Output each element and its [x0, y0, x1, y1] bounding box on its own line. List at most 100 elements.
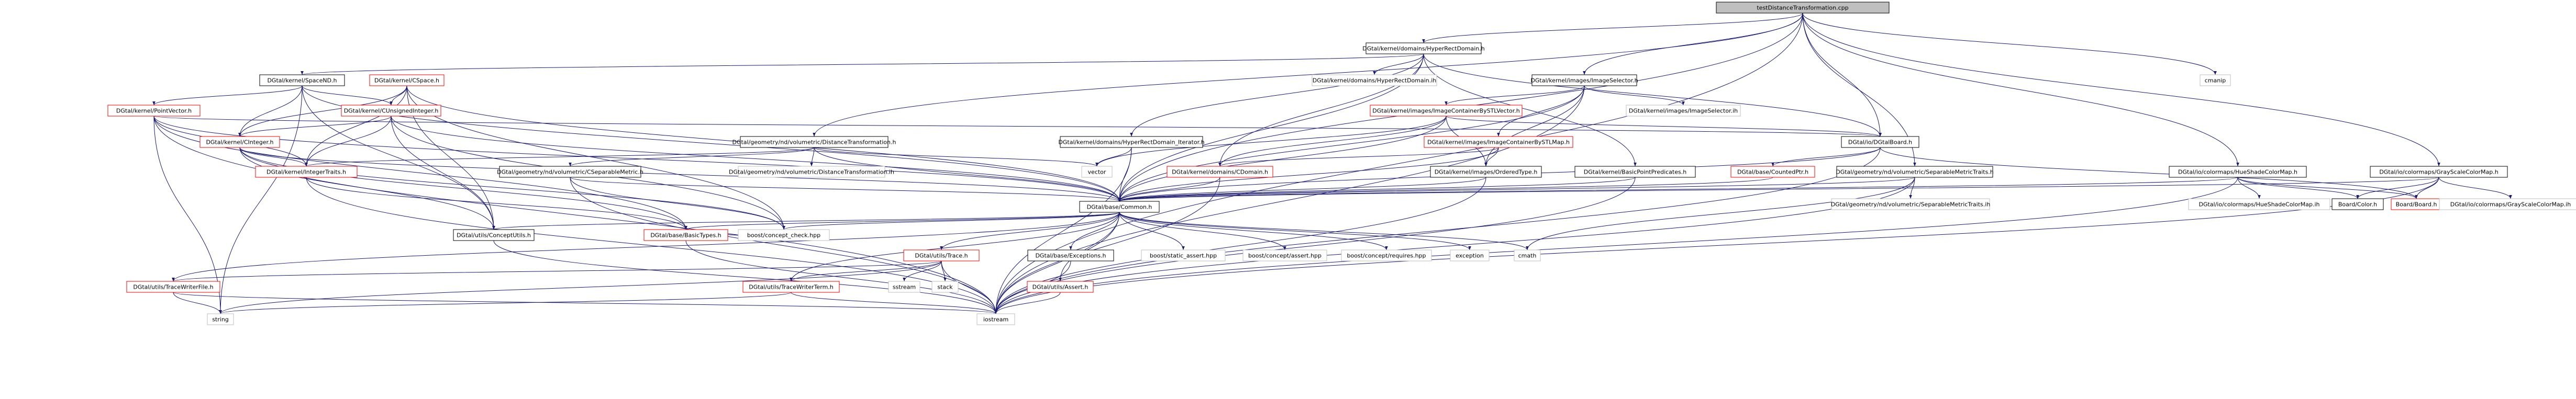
node-ordervtype[interactable]: DGtal/kernel/images/OrderedType.h [1430, 166, 1542, 178]
include-edge [1802, 13, 2217, 75]
include-edge [1119, 212, 1286, 250]
node-label: DGtal/io/colormaps/GrayScaleColorMap.ih [2450, 201, 2571, 208]
node-tracewriterfile[interactable]: DGtal/utils/TraceWriterFile.h [126, 281, 220, 293]
node-cmath: cmath [1514, 249, 1541, 261]
include-edge [1218, 53, 1424, 167]
include-edge [301, 53, 1424, 75]
node-exceptions[interactable]: DGtal/base/Exceptions.h [1027, 249, 1114, 261]
node-staticassert: boost/static_assert.hpp [1141, 249, 1226, 261]
node-box [1430, 166, 1542, 178]
node-box [1079, 201, 1160, 213]
node-box [1242, 249, 1327, 261]
include-edge [1118, 177, 1636, 202]
node-box [1730, 166, 1815, 178]
include-edge [994, 85, 1585, 314]
include-edge [570, 177, 785, 230]
node-label: DGtal/base/BasicTypes.h [650, 232, 721, 239]
node-box [888, 281, 920, 293]
node-basicpointpredicates[interactable]: DGtal/kernel/BasicPointPredicates.h [1574, 166, 1696, 178]
node-spaceND[interactable]: DGtal/kernel/SpaceND.h [259, 74, 345, 86]
node-countedptr[interactable]: DGtal/base/CountedPtr.h [1730, 166, 1815, 178]
node-cseparablemetric[interactable]: DGtal/geometry/nd/volumetric/CSeparableM… [497, 166, 643, 178]
node-imgcontainer[interactable]: DGtal/kernel/images/ImageContainerBySTLV… [1370, 105, 1523, 117]
node-box [976, 313, 1015, 325]
node-box [453, 229, 535, 241]
node-hueshade-ih: DGtal/io/colormaps/HueShadeColorMap.ih [2188, 198, 2330, 210]
node-label: DGtal/io/colormaps/HueShadeColorMap.h [2178, 169, 2297, 176]
node-box [199, 136, 280, 148]
node-label: DGtal/kernel/CSpace.h [374, 77, 439, 84]
node-cunsigned[interactable]: DGtal/kernel/CUnsignedInteger.h [341, 105, 441, 117]
include-edge [390, 85, 407, 106]
include-edge [1771, 147, 1881, 167]
node-separablemetrictraits[interactable]: DGtal/geometry/nd/volumetric/SeparableMe… [1836, 166, 1994, 178]
include-edge [239, 147, 687, 230]
include-edge [1095, 147, 1132, 167]
node-label: string [212, 316, 229, 323]
node-hrd-iterator[interactable]: DGtal/kernel/domains/HyperRectDomain_Ite… [1058, 136, 1205, 148]
include-edge [305, 147, 815, 167]
node-label: DGtal/geometry/nd/volumetric/SeparableMe… [1836, 169, 1994, 176]
node-label: DGtal/kernel/images/ImageContainerBySTLM… [1427, 139, 1570, 146]
node-box [107, 105, 201, 117]
node-box [1141, 249, 1226, 261]
include-edge [1218, 116, 1447, 167]
node-stack: stack [931, 281, 959, 293]
node-integertraits[interactable]: DGtal/kernel/IntegerTraits.h [255, 166, 358, 178]
node-board[interactable]: Board/Board.h [2391, 198, 2442, 210]
node-conceptcheck: boost/concept_check.hpp [738, 229, 830, 241]
include-edge [810, 147, 815, 167]
node-hueshade[interactable]: DGtal/io/colormaps/HueShadeColorMap.h [2169, 166, 2307, 178]
include-edge [814, 147, 1121, 202]
include-edge [238, 116, 392, 137]
node-vector: vector [1081, 166, 1113, 178]
include-edge [1584, 85, 1685, 106]
node-label: DGtal/kernel/images/ImageContainerBySTLV… [1372, 108, 1520, 115]
node-cinteger[interactable]: DGtal/kernel/CInteger.h [199, 136, 280, 148]
node-box [1027, 281, 1094, 293]
node-label: boost/concept/assert.hpp [1248, 253, 1322, 259]
node-assert[interactable]: DGtal/utils/Assert.h [1027, 281, 1094, 293]
node-pointvector[interactable]: DGtal/kernel/PointVector.h [107, 105, 201, 117]
node-label: DGtal/utils/TraceWriterTerm.h [749, 284, 834, 291]
node-trace[interactable]: DGtal/utils/Trace.h [903, 249, 980, 261]
include-edge [1118, 177, 2238, 202]
include-edge [782, 212, 1120, 230]
include-edge [903, 260, 942, 282]
node-box [207, 313, 234, 325]
include-edge [302, 85, 1121, 202]
include-edge [1118, 177, 1220, 202]
include-edge [814, 147, 1098, 167]
node-grayscale[interactable]: DGtal/io/colormaps/GrayScaleColorMap.h [2370, 166, 2508, 178]
node-imageselector[interactable]: DGtal/kernel/images/ImageSelector.h [1530, 74, 1638, 86]
node-cdomain[interactable]: DGtal/kernel/domains/CDomain.h [1167, 166, 1273, 178]
node-distancetrans[interactable]: DGtal/geometry/nd/volumetric/DistanceTra… [732, 136, 896, 148]
include-edge [1373, 53, 1424, 75]
node-distancetrans-ih: DGtal/geometry/nd/volumetric/DistanceTra… [729, 166, 894, 178]
node-label: DGtal/kernel/domains/HyperRectDomain_Ite… [1058, 139, 1204, 146]
node-box [1312, 74, 1437, 86]
node-conceptrequires: boost/concept/requires.hpp [1341, 249, 1432, 261]
node-color[interactable]: Board/Color.h [2331, 198, 2384, 210]
node-box [1424, 136, 1573, 148]
node-box [740, 136, 889, 148]
node-tracewriterterm[interactable]: DGtal/utils/TraceWriterTerm.h [742, 281, 840, 293]
node-label: DGtal/io/colormaps/GrayScaleColorMap.h [2379, 169, 2498, 176]
include-edge [994, 177, 1486, 314]
node-conceptutils[interactable]: DGtal/utils/ConceptUtils.h [453, 229, 535, 241]
node-basictypes[interactable]: DGtal/base/BasicTypes.h [643, 229, 728, 241]
node-box [499, 166, 641, 178]
include-edge [1423, 53, 1637, 167]
node-label: DGtal/kernel/domains/HyperRectDomain.ih [1313, 77, 1437, 84]
node-label: testDistanceTransformation.cpp [1757, 5, 1848, 12]
node-hyperrectdomain[interactable]: DGtal/kernel/domains/HyperRectDomain.h [1362, 42, 1485, 54]
node-cspace[interactable]: DGtal/kernel/CSpace.h [369, 74, 445, 86]
node-common[interactable]: DGtal/base/Common.h [1079, 201, 1160, 213]
node-label: DGtal/utils/Assert.h [1032, 284, 1089, 291]
node-label: sstream [893, 284, 916, 291]
include-edge [994, 147, 1132, 314]
node-imgcontainer-map[interactable]: DGtal/kernel/images/ImageContainerBySTLM… [1424, 136, 1573, 148]
node-box [1626, 105, 1741, 117]
node-dgtalboard[interactable]: DGtal/io/DGtalBoard.h [1841, 136, 1919, 148]
include-edge [994, 212, 1120, 314]
